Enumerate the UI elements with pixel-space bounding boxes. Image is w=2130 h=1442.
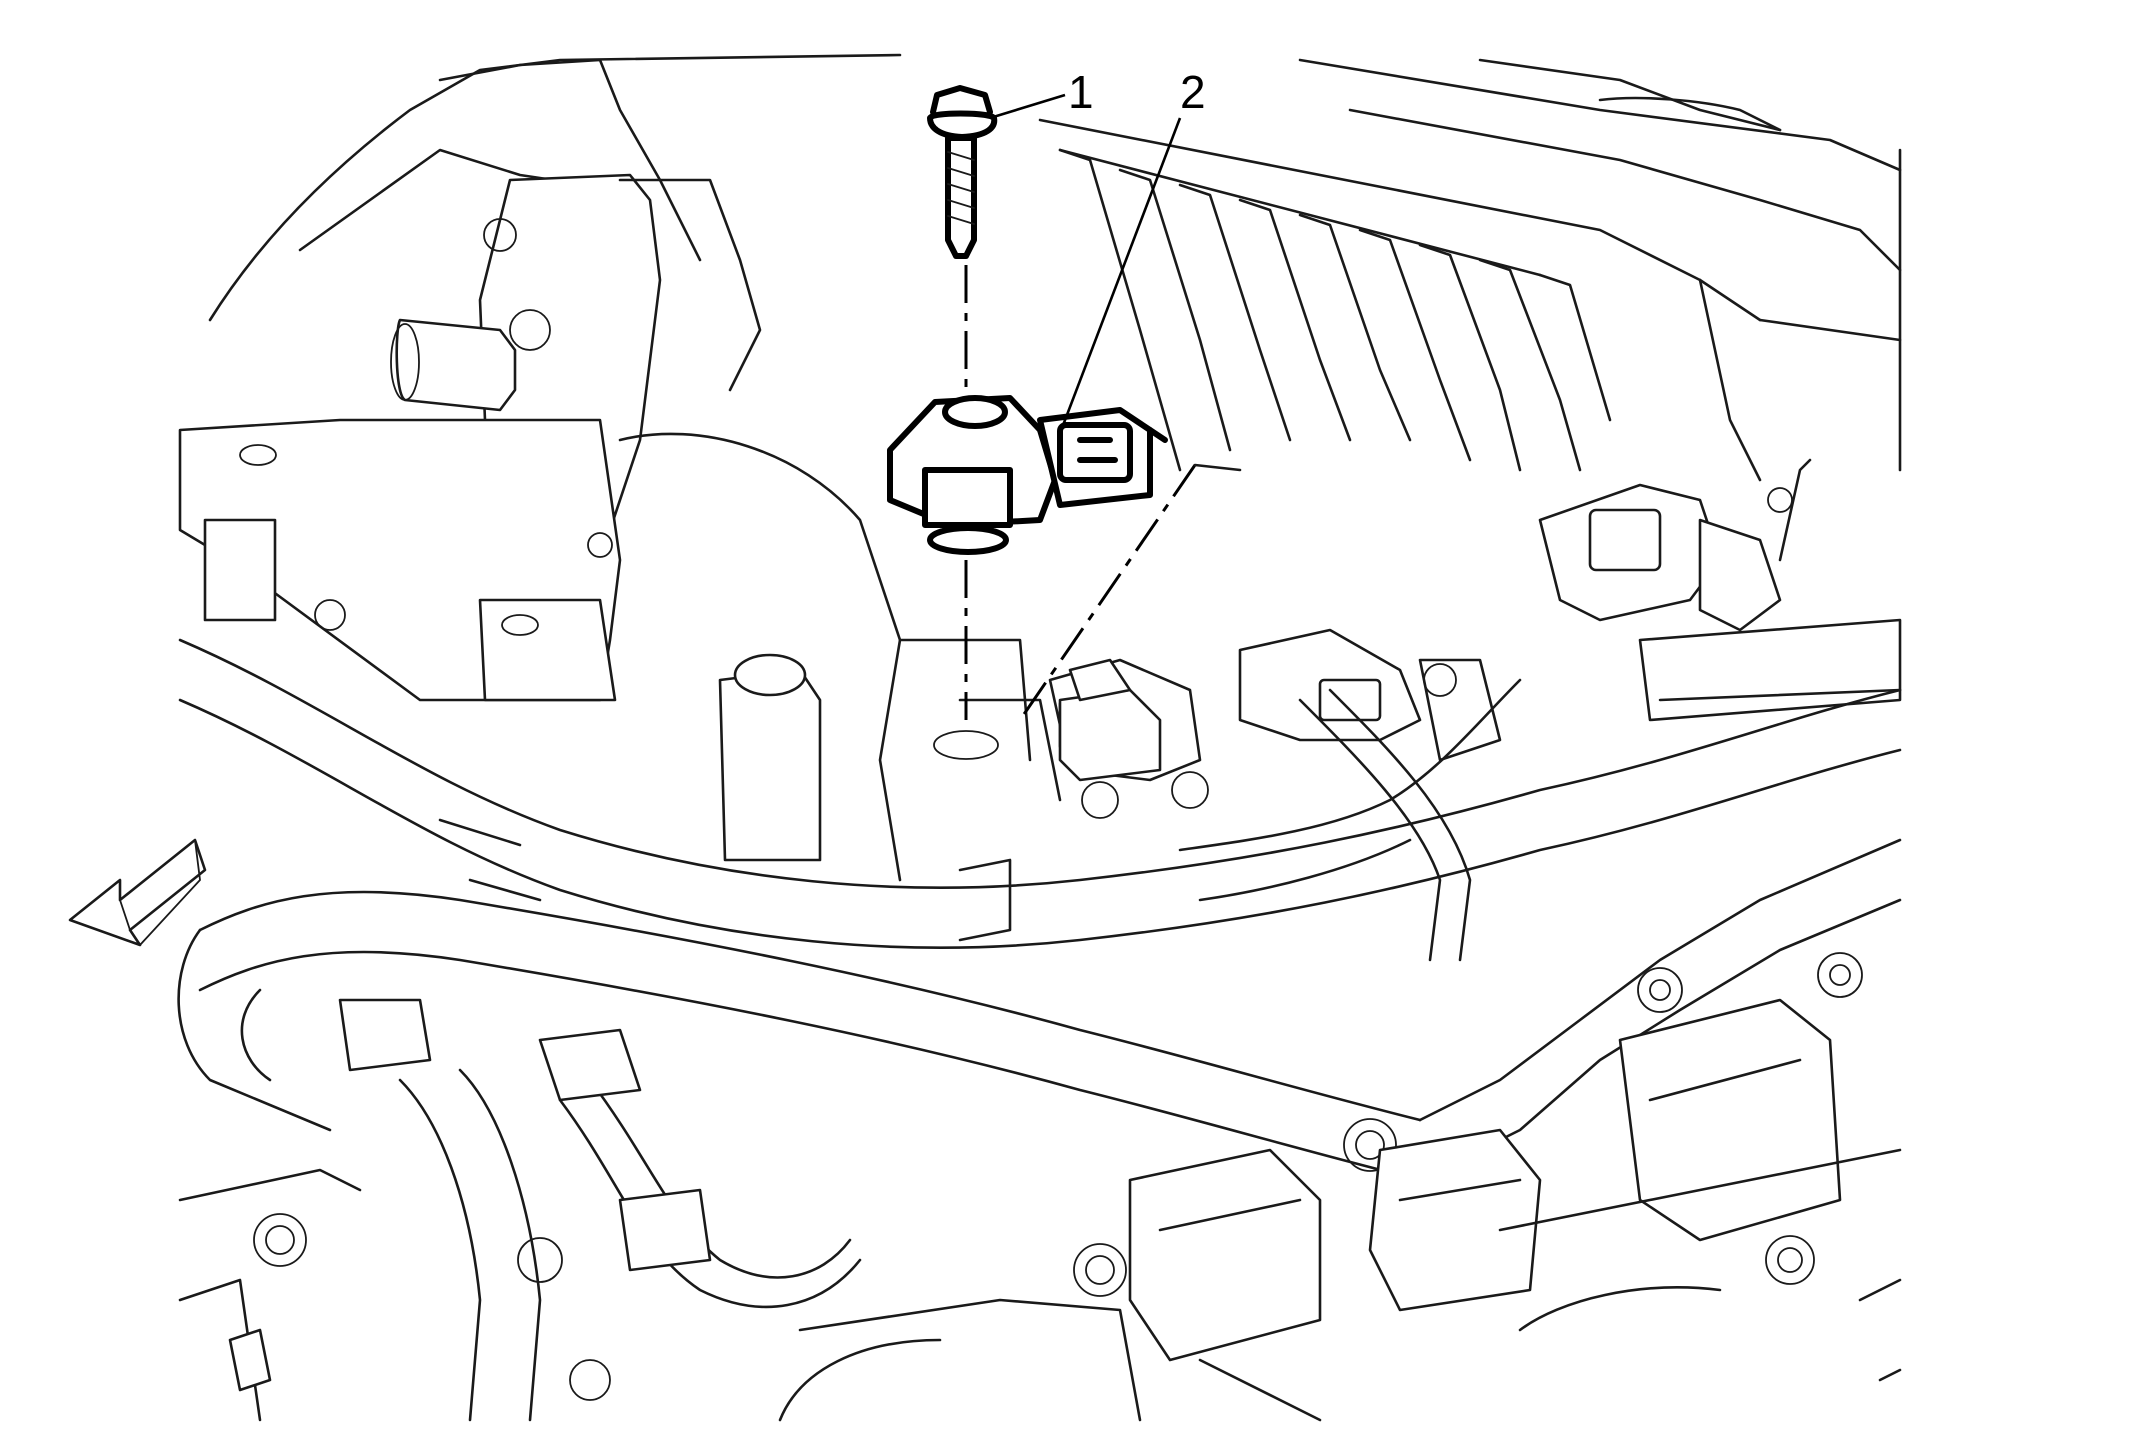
- fuel-rail-connectors: [1048, 458, 1902, 782]
- sensor-icon: [887, 395, 1168, 555]
- install-path: [933, 265, 1242, 760]
- front-arrow-icon: [68, 838, 207, 947]
- callout-label-2: 2: [1180, 66, 1206, 118]
- lower-engine: [178, 952, 1902, 1422]
- callout-2: 2: [1060, 66, 1206, 429]
- bolt-icon: [927, 85, 998, 259]
- intake-manifold: [178, 53, 1902, 882]
- wire-connector: [1058, 658, 1209, 819]
- callout-label-1: 1: [1068, 66, 1094, 118]
- callout-1: 1: [989, 66, 1094, 120]
- wiring-harness: [177, 638, 1902, 1422]
